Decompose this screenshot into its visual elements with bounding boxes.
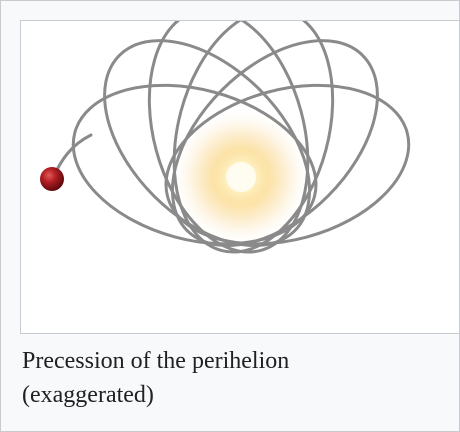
orbit-ellipse-3 — [147, 21, 310, 254]
orbit-ellipse-6 — [164, 83, 411, 246]
caption-line-1: Precession of the perihelion — [22, 348, 290, 374]
figure-caption: Precession of the perihelion (exaggerate… — [22, 344, 442, 412]
planet-icon — [40, 167, 64, 191]
orbit-group — [71, 21, 411, 254]
orbit-ellipse-2 — [103, 39, 312, 248]
orbit-ellipse-5 — [170, 39, 379, 248]
orbit-ellipse-4 — [172, 21, 335, 254]
precession-diagram-svg — [40, 21, 411, 254]
precession-diagram[interactable] — [20, 20, 460, 334]
caption-line-2: (exaggerated) — [22, 382, 154, 408]
sun-icon — [226, 162, 256, 192]
orbit-ellipse-1 — [71, 83, 318, 246]
